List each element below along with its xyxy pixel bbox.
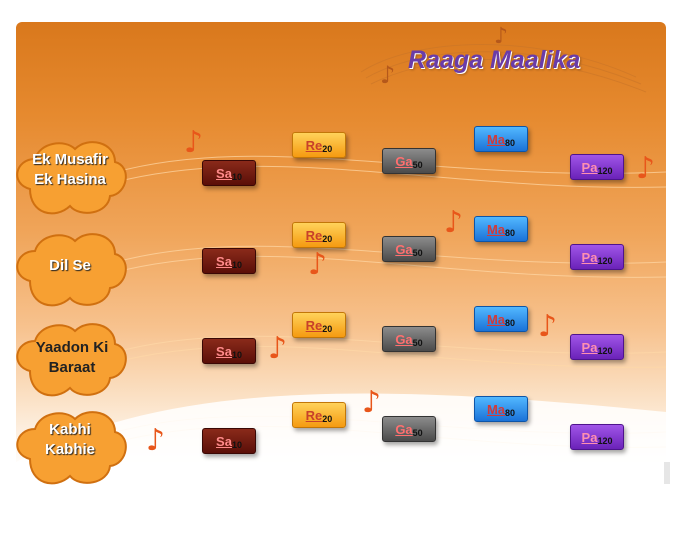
note-label: Ga	[395, 153, 413, 169]
music-note-icon: ♪	[268, 331, 288, 366]
note-number: 10	[231, 350, 242, 360]
song-title-4: Kabhi Kabhie	[20, 420, 120, 460]
app-title: Raaga Maalika	[408, 46, 581, 74]
note-number: 120	[597, 256, 613, 266]
note-label: Ga	[395, 421, 413, 437]
song-cloud-3[interactable]	[16, 316, 130, 404]
song-title-1-line1: Ek Musafir	[32, 151, 108, 168]
note-number: 10	[231, 172, 242, 182]
music-note-icon: ♪	[444, 205, 464, 240]
music-note-icon: ♪	[380, 61, 396, 89]
note-label: Re	[305, 407, 323, 423]
note-number: 120	[597, 346, 613, 356]
song-cloud-4[interactable]	[16, 404, 130, 492]
music-note-icon: ♪	[184, 125, 204, 160]
note-number: 10	[231, 440, 242, 450]
music-note-icon: ♪	[362, 385, 382, 420]
note-label: Sa	[216, 433, 232, 449]
song-title-3: Yaadon Ki Baraat	[22, 338, 122, 378]
note-label: Ga	[395, 331, 413, 347]
note-number: 20	[322, 414, 333, 424]
note-number: 50	[412, 338, 423, 348]
song-title-1-line2: Ek Hasina	[34, 171, 106, 188]
note-number: 50	[412, 248, 423, 258]
note-label: Pa	[581, 159, 598, 175]
scrollbar-edge	[664, 462, 670, 484]
note-number: 120	[597, 436, 613, 446]
song-title-3-line1: Yaadon Ki	[35, 339, 109, 356]
note-label: Ma	[486, 401, 506, 417]
note-number: 80	[505, 318, 516, 328]
note-label: Sa	[216, 253, 232, 269]
note-label: Pa	[581, 429, 598, 445]
note-number: 80	[505, 408, 516, 418]
note-label: Re	[305, 227, 323, 243]
note-number: 120	[597, 166, 613, 176]
note-label: Re	[305, 137, 323, 153]
note-number: 20	[322, 144, 333, 154]
music-note-icon: ♪	[308, 247, 328, 282]
song-cloud-2[interactable]	[16, 226, 130, 314]
music-note-icon: ♪	[494, 24, 509, 49]
note-label: Ma	[486, 221, 506, 237]
song-title-2: Dil Se	[20, 256, 120, 276]
note-number: 80	[505, 138, 516, 148]
note-label: Ma	[486, 311, 506, 327]
note-label: Pa	[581, 249, 598, 265]
note-label: Pa	[581, 339, 598, 355]
note-number: 50	[412, 428, 423, 438]
note-number: 20	[322, 234, 333, 244]
note-label: Sa	[216, 343, 232, 359]
note-number: 20	[322, 324, 333, 334]
song-title-1: Ek Musafir Ek Hasina	[20, 150, 120, 190]
song-title-3-line2: Baraat	[48, 359, 96, 376]
note-label: Re	[305, 317, 323, 333]
song-title-2-line1: Dil Se	[49, 257, 91, 274]
song-title-4-line2: Kabhie	[44, 441, 95, 458]
note-label: Ga	[395, 241, 413, 257]
note-number: 50	[412, 160, 423, 170]
music-note-icon: ♪	[146, 423, 166, 458]
music-note-icon: ♪	[538, 309, 558, 344]
song-cloud-1[interactable]	[16, 134, 130, 222]
song-title-4-line1: Kabhi	[49, 421, 91, 438]
note-number: 10	[231, 260, 242, 270]
note-label: Sa	[216, 165, 232, 181]
note-number: 80	[505, 228, 516, 238]
music-note-icon: ♪	[636, 151, 656, 186]
note-label: Ma	[486, 131, 506, 147]
